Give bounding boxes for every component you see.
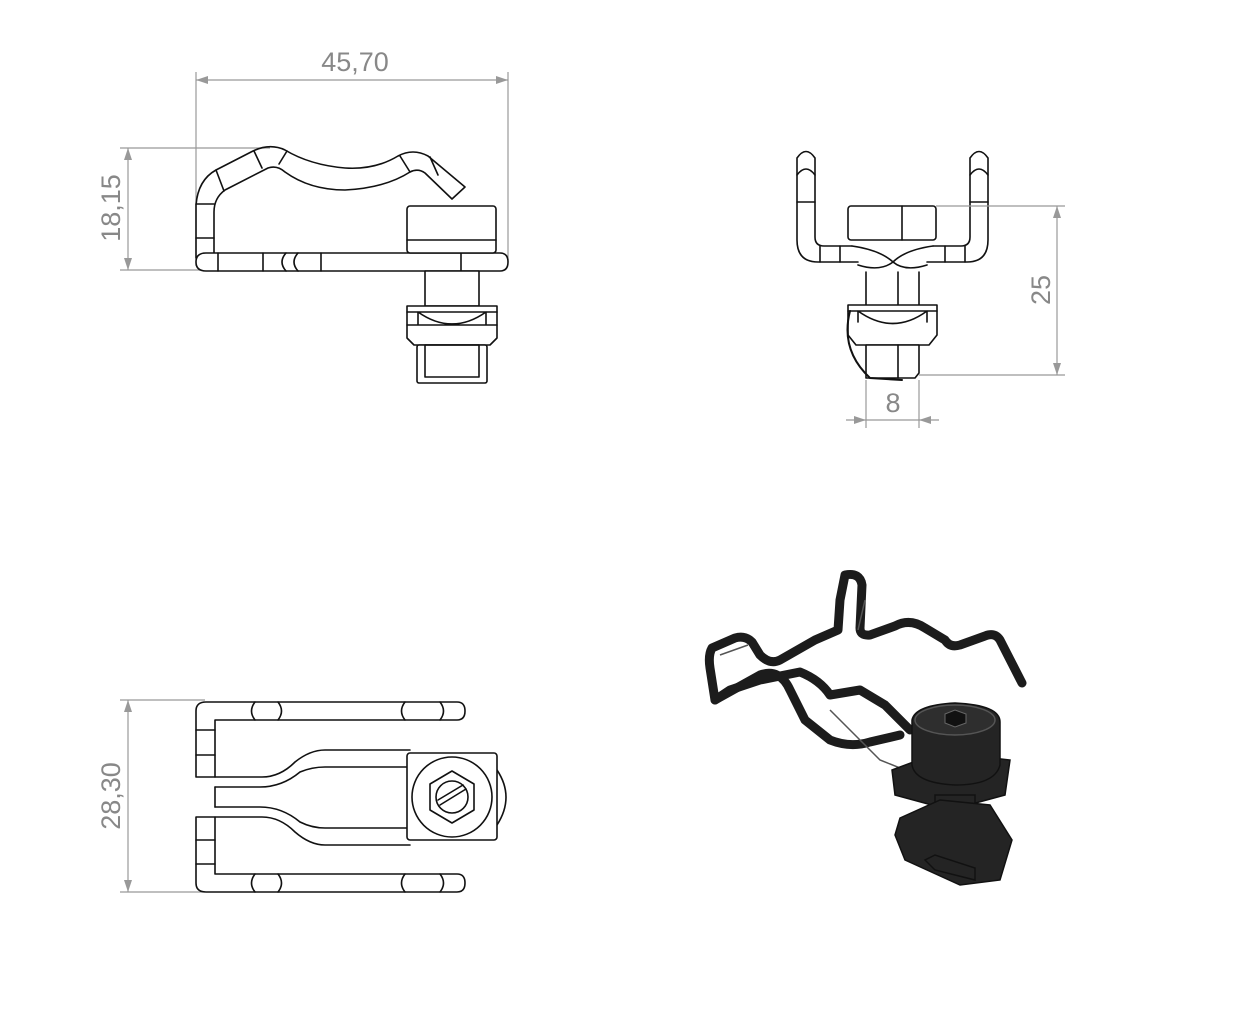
top-bolt-head bbox=[406, 752, 507, 841]
side-view: 25 8 bbox=[796, 150, 1065, 428]
dimension-height: 18,15 bbox=[96, 147, 270, 271]
dimension-side-width: 8 bbox=[846, 380, 939, 428]
top-wires bbox=[195, 701, 466, 893]
clip-base-bar bbox=[195, 252, 509, 272]
side-bolt bbox=[846, 205, 938, 381]
dimension-width: 45,70 bbox=[195, 47, 509, 266]
dimension-label-side-width: 8 bbox=[885, 388, 900, 418]
clip-prongs bbox=[796, 150, 989, 269]
dimension-label-depth: 28,30 bbox=[96, 762, 126, 830]
dimension-label-width: 45,70 bbox=[321, 47, 389, 77]
dimension-depth: 28,30 bbox=[96, 699, 205, 893]
bolt bbox=[406, 205, 498, 384]
top-view: 28,30 bbox=[96, 699, 507, 893]
iso-bolt bbox=[891, 702, 1013, 886]
clip-wire bbox=[195, 145, 466, 259]
dimension-label-height: 18,15 bbox=[96, 174, 126, 242]
dimension-label-side-height: 25 bbox=[1026, 275, 1056, 305]
dimension-side-height: 25 bbox=[919, 205, 1065, 376]
isometric-view bbox=[704, 570, 1027, 886]
front-view: 45,70 18,15 bbox=[96, 47, 509, 384]
